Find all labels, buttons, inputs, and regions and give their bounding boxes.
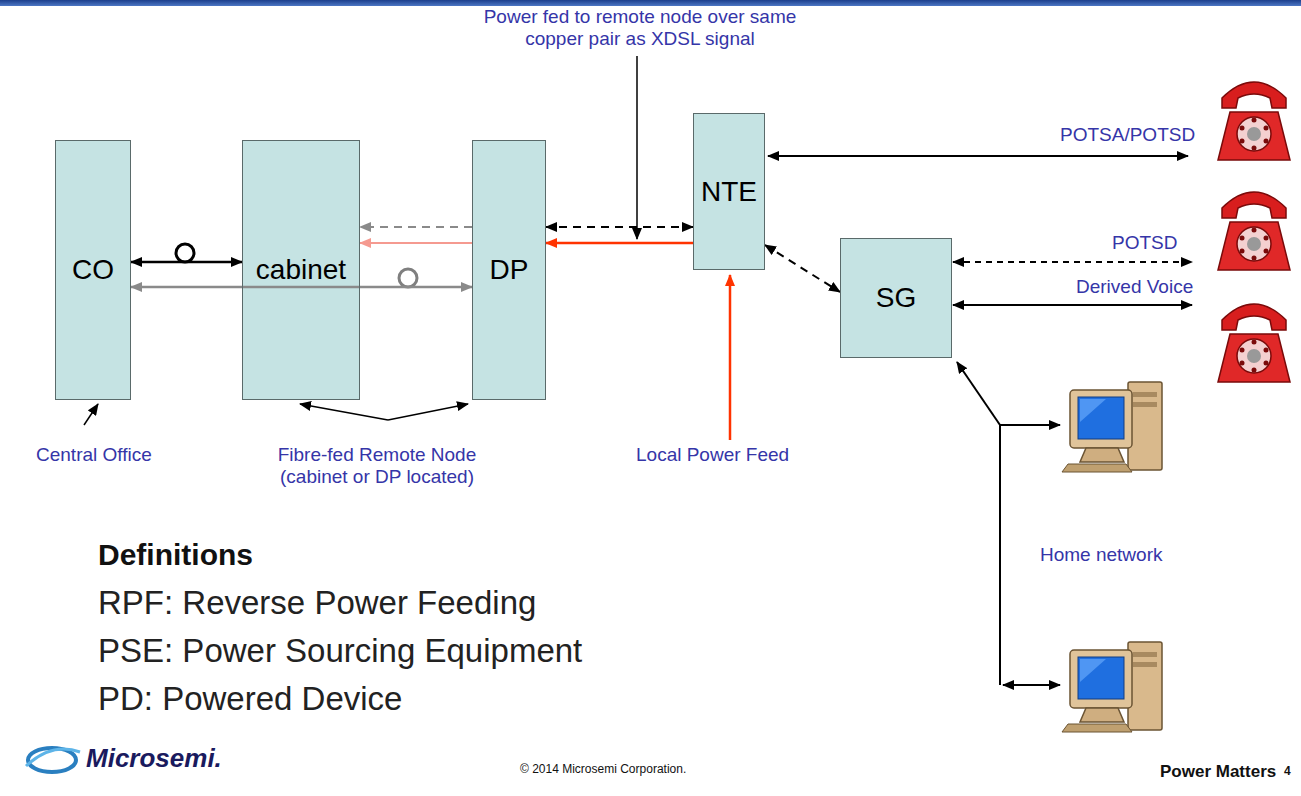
definition-line: RPF: Reverse Power Feeding [98, 584, 536, 622]
box-fill [840, 238, 952, 358]
callout-text: Power fed to remote node over same coppe… [480, 6, 800, 50]
definition-line: PSE: Power Sourcing Equipment [98, 632, 582, 670]
box-fill [693, 113, 765, 270]
page-number: 4 [1284, 765, 1291, 779]
box-fill [472, 140, 546, 400]
nte-box: NTE [693, 113, 765, 270]
signal-name: POTSD [1112, 232, 1177, 254]
node-label: NTE [701, 176, 757, 208]
box-fill [242, 140, 360, 400]
dp-box: DP [472, 140, 546, 400]
copyright-note: © 2014 Microsemi Corporation. [520, 763, 686, 777]
callout-text: Local Power Feed [636, 444, 789, 466]
callout-text: Fibre-fed Remote Node (cabinet or DP loc… [252, 444, 502, 488]
slogan: Power Matters [1160, 762, 1276, 782]
signal-name: POTSA/POTSD [1060, 124, 1195, 146]
node-label: SG [876, 282, 916, 314]
company-logo: Microsemi. [86, 744, 222, 774]
link-arrow [360, 226, 472, 228]
node-label: cabinet [256, 254, 346, 286]
callout-text: Central Office [36, 444, 152, 466]
link-arrow [765, 245, 840, 292]
link-arrow [546, 226, 693, 228]
network-label: Home network [1040, 544, 1163, 566]
link-arrow [546, 242, 693, 245]
node-label: CO [72, 254, 114, 286]
signal-name: Derived Voice [1076, 276, 1193, 298]
link-arrow [360, 242, 472, 244]
cabinet-box: cabinet [242, 140, 360, 400]
box-fill [55, 140, 131, 400]
definition-line: PD: Powered Device [98, 680, 402, 718]
node-label: DP [490, 254, 529, 286]
office-box: CO [55, 140, 131, 400]
section-heading: Definitions [98, 538, 253, 573]
link-arrow [131, 286, 472, 289]
gateway-box: SG [840, 238, 952, 358]
link-arrow [131, 261, 242, 264]
